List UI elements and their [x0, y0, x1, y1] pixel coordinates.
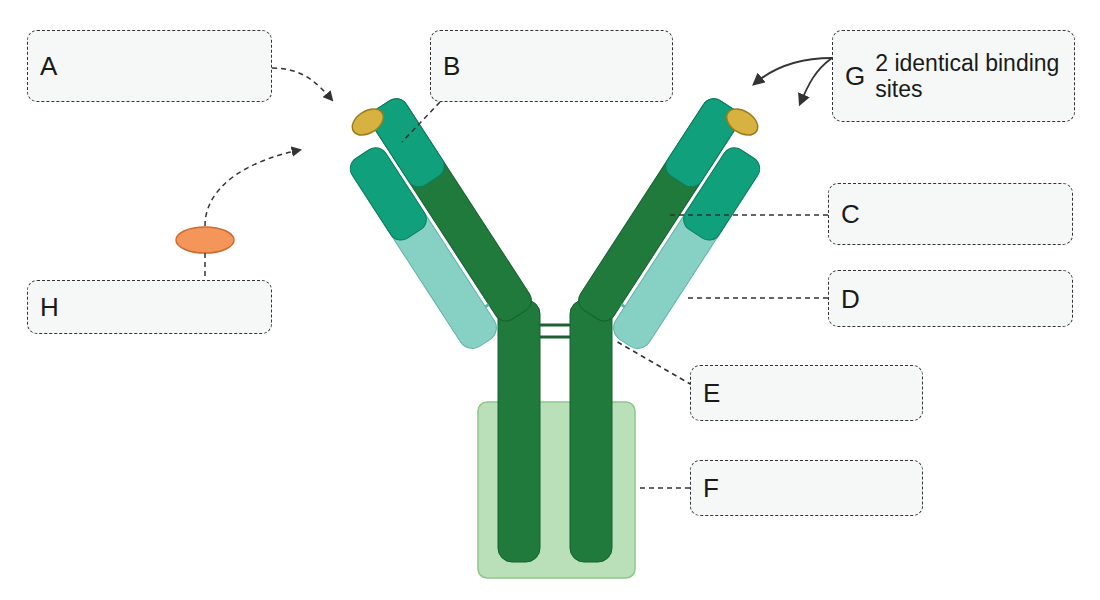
callout-letter: F	[703, 475, 719, 501]
disulfide-bond	[485, 305, 488, 307]
leader-line	[402, 102, 440, 142]
light-variable-region	[679, 143, 764, 244]
antibody-arm	[327, 90, 539, 354]
callout-letter: G	[845, 63, 865, 89]
binding-arrow	[205, 150, 300, 226]
heavy-chain-stem	[498, 300, 540, 562]
light-chain-constant	[608, 143, 764, 353]
label-box: G 2 identical binding sites	[832, 30, 1075, 122]
leader-line	[204, 253, 206, 280]
leader-line	[272, 68, 332, 100]
callout-letter: H	[40, 294, 59, 320]
callout-letter: B	[443, 53, 460, 79]
leader-line	[668, 214, 828, 216]
disulfide-bond	[540, 324, 570, 327]
label-box: A	[27, 30, 272, 102]
light-variable-region	[346, 143, 431, 244]
callout-letter: A	[40, 53, 57, 79]
label-box: C	[828, 183, 1073, 245]
leader-arrow	[800, 58, 832, 104]
callout-letter: E	[703, 380, 720, 406]
antigen	[348, 104, 388, 141]
disulfide-bond	[540, 336, 570, 339]
callout-letter: D	[841, 286, 860, 312]
antibody-arm-mirror	[571, 90, 783, 354]
disulfide-bond	[621, 305, 624, 307]
leader-line	[614, 340, 692, 385]
leader-line	[688, 297, 828, 299]
callout-note: 2 identical binding sites	[875, 50, 1062, 103]
free-antigen	[176, 227, 234, 253]
antibody-arm	[571, 90, 783, 354]
label-box: H	[27, 280, 272, 334]
label-box: F	[690, 460, 923, 516]
heavy-chain-stem	[570, 300, 612, 562]
leader-line	[636, 487, 690, 489]
antigen	[722, 104, 762, 141]
callout-letter: C	[841, 201, 860, 227]
light-chain-constant	[346, 143, 502, 353]
label-box: B	[430, 30, 673, 102]
label-box: D	[828, 270, 1073, 327]
label-box: E	[690, 365, 923, 421]
leader-arrow	[754, 58, 832, 84]
